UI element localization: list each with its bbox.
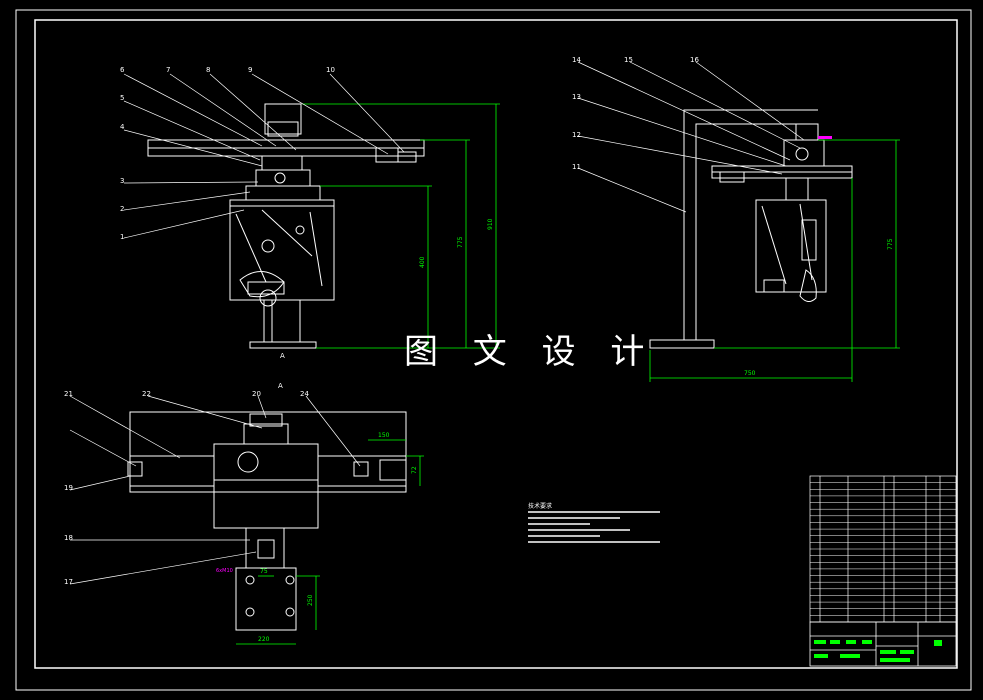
side-magenta-mark (818, 136, 832, 139)
callout-4: 4 (120, 123, 125, 131)
title-block (809, 621, 957, 667)
watermark-title: 图 文 设 计 (404, 332, 657, 372)
plan-leaders (69, 395, 361, 585)
callout-17: 17 (64, 578, 73, 586)
callout-11: 11 (572, 163, 581, 171)
callout-10: 10 (326, 66, 335, 74)
front-leaders (123, 73, 405, 239)
side-view (649, 109, 853, 349)
dim-220: 220 (258, 636, 270, 643)
callout-14: 14 (572, 56, 581, 64)
callout-3: 3 (120, 177, 124, 185)
plan-dim-text: 150 72 75 250 220 (258, 432, 418, 643)
tech-notes-title: 技术要求 (528, 502, 552, 510)
dim-400: 400 (419, 256, 426, 268)
callout-20: 20 (252, 390, 261, 398)
callout-22: 22 (142, 390, 151, 398)
dim-75: 75 (260, 568, 268, 575)
dim-910: 910 (487, 218, 494, 230)
section-marker-plan: A (278, 382, 283, 390)
front-callouts: 6 7 8 9 10 5 4 3 2 1 A (120, 66, 335, 360)
front-view (147, 103, 425, 349)
plan-view (127, 411, 407, 631)
callout-24: 24 (300, 390, 309, 398)
callout-21: 21 (64, 390, 73, 398)
side-callouts: 14 15 16 13 12 11 (572, 56, 699, 171)
section-marker-front: A (280, 352, 285, 360)
callout-16: 16 (690, 56, 699, 64)
callout-6a: 6 (120, 66, 125, 74)
callout-12: 12 (572, 131, 581, 139)
callout-19: 19 (64, 484, 73, 492)
dim-775: 775 (457, 236, 464, 248)
parts-list-rows (810, 482, 956, 616)
callout-5: 5 (120, 94, 124, 102)
callout-18: 18 (64, 534, 73, 542)
outer-border (15, 9, 972, 691)
callout-15: 15 (624, 56, 633, 64)
side-dim-text: 775 750 (744, 238, 894, 377)
side-leaders (577, 61, 805, 213)
dim-150: 150 (378, 432, 390, 439)
callout-7: 7 (166, 66, 170, 74)
dim-side-750: 750 (744, 370, 756, 377)
plan-callouts: 21 22 20 24 19 18 17 A (64, 382, 309, 586)
technical-notes: 技术要求 (528, 502, 660, 543)
plan-dimensions (236, 439, 424, 645)
callout-1: 1 (120, 233, 124, 241)
title-block-marks (814, 640, 942, 662)
plan-bolt-tag: 6xM10 (216, 568, 233, 574)
callout-8: 8 (206, 66, 210, 74)
dim-72: 72 (411, 466, 418, 474)
side-dimensions (649, 139, 900, 382)
front-dim-text: 400 775 910 (419, 218, 494, 268)
inner-border (34, 19, 958, 669)
dim-side-775: 775 (887, 238, 894, 250)
callout-13: 13 (572, 93, 581, 101)
dim-250: 250 (307, 594, 314, 606)
callout-2: 2 (120, 205, 124, 213)
front-dimensions (302, 103, 500, 349)
callout-9: 9 (248, 66, 252, 74)
